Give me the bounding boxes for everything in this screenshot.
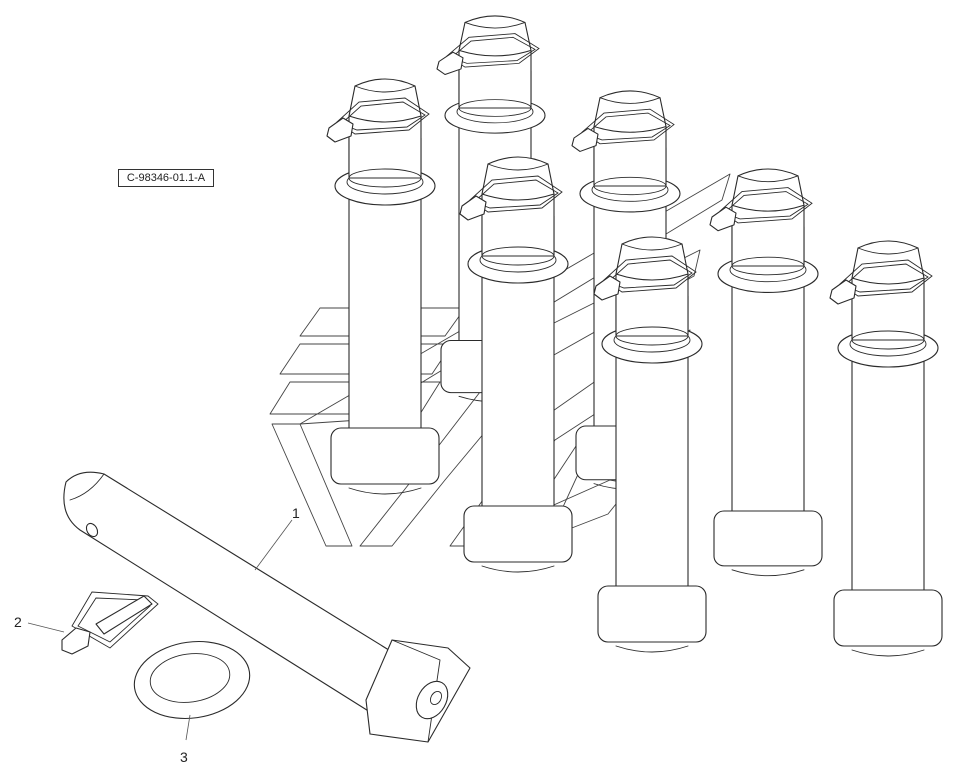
pin-assembly-7 <box>829 240 943 657</box>
pin-assembly-5 <box>709 168 823 577</box>
callout-2: 2 <box>14 614 65 633</box>
pin-assembly-2 <box>326 78 440 495</box>
callout-number: 3 <box>180 749 188 765</box>
washer-part-3 <box>133 640 251 720</box>
clip-part-2 <box>61 591 159 655</box>
callout-1: 1 <box>254 505 300 571</box>
callout-number: 1 <box>292 505 300 521</box>
callout-3: 3 <box>180 714 191 765</box>
callout-number: 2 <box>14 614 22 630</box>
drawing-code-label: C-98346-01.1-A <box>118 169 214 187</box>
pin-part-1 <box>63 471 471 743</box>
